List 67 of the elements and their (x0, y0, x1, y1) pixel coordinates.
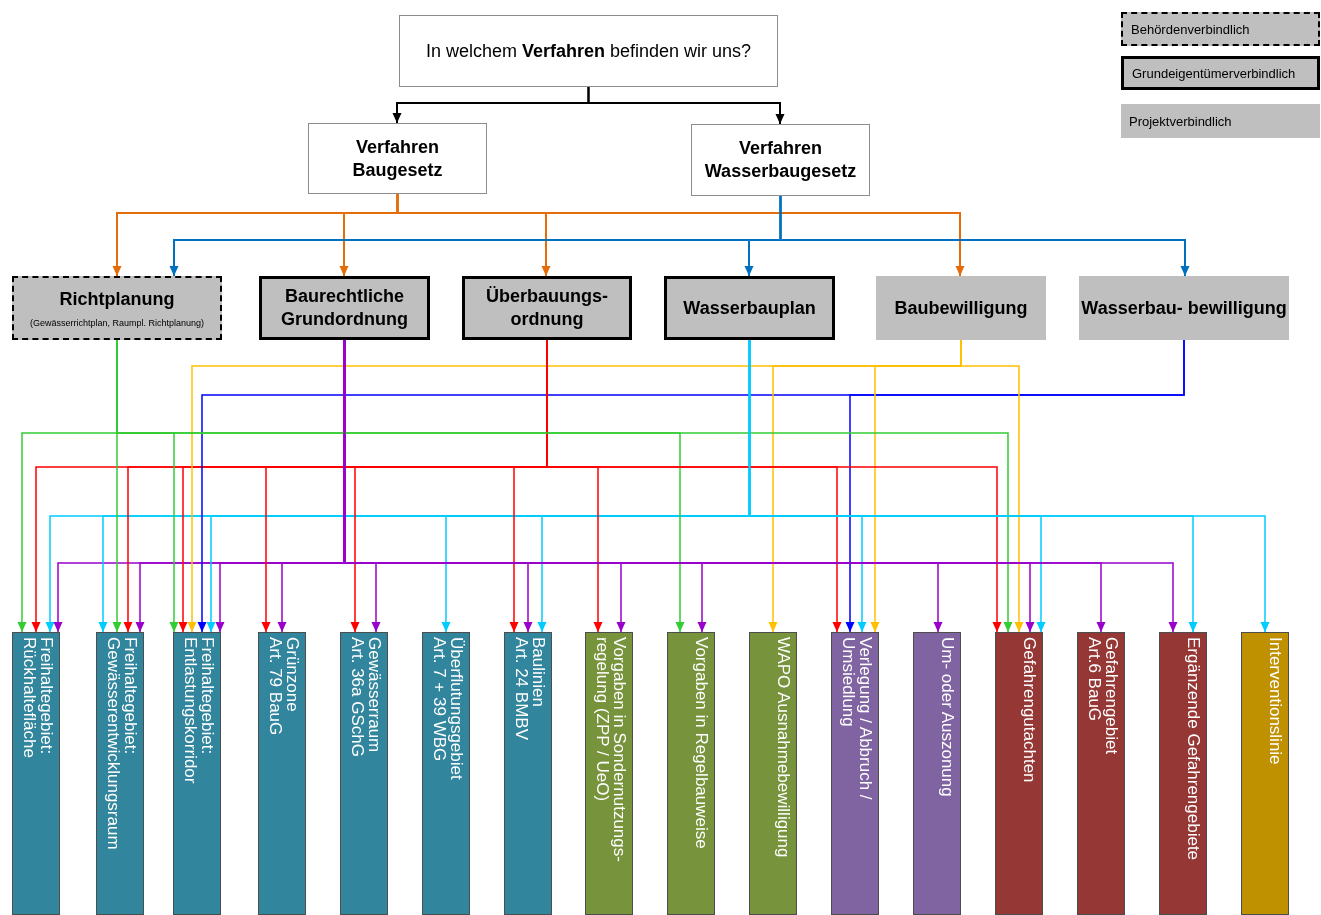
box-text: Überflutungsgebiet (448, 637, 465, 780)
result-box (585, 632, 633, 915)
result-box (913, 632, 961, 915)
arrow (960, 339, 1024, 633)
legend-item: Projektverbindlich (1121, 104, 1320, 138)
box-text: Baulinien (530, 637, 547, 707)
result-box (340, 632, 388, 915)
box-subtext: Entlastungskorridor (182, 637, 199, 784)
box-text: Grünzone (284, 637, 301, 712)
box-text: Verfahren Baugesetz (351, 135, 444, 182)
box-text: Wasserbauplan (683, 296, 816, 320)
box-subtext: Art. 79 BauG (267, 637, 284, 736)
box-text: Gefahrengebiet (1103, 637, 1120, 755)
box-text: Vorgaben in Regelbauweise (693, 637, 710, 849)
box-text: Freihaltegebiet: (199, 637, 216, 755)
result-box (995, 632, 1043, 915)
arrow (396, 193, 965, 277)
process-box (308, 123, 487, 194)
box-text: Richtplanung (59, 287, 175, 311)
box-text: In welchem Verfahren befinden wir uns? (425, 40, 752, 62)
result-box (831, 632, 879, 915)
process-box (259, 276, 430, 340)
result-box (1159, 632, 1207, 915)
box-text: Ergänzende Gefahrengebiete (1185, 637, 1202, 861)
box-text: Vorgaben in Sondernutzungs- regelung (ZPP / UeO) (594, 637, 628, 864)
arrow (845, 339, 1185, 633)
result-box (258, 632, 306, 915)
process-box (1079, 276, 1289, 340)
process-box (12, 276, 222, 340)
box-text: WAPO Ausnahmebewilligung (775, 637, 792, 858)
box-text: Gefahrengutachten (1021, 637, 1038, 783)
question-box (399, 15, 778, 87)
box-text: Gewässerraum (366, 637, 383, 753)
box-text: Um- oder Auszonung (939, 637, 956, 797)
box-text: Wasserbau- bewilligung (1081, 296, 1287, 320)
box-text: Baubewilligung (894, 296, 1028, 320)
box-subtext: Gewässerentwicklungsraum (105, 637, 122, 850)
box-text: Überbauungs- ordnung (485, 285, 609, 331)
process-box (691, 124, 870, 196)
box-subtext: Art. 24 BMBV (513, 637, 530, 740)
box-text: Interventionslinie (1267, 637, 1284, 765)
box-subtext: Rückhaltefläche (21, 637, 38, 758)
box-text: Verlegung / Abbruch / Umsiedlung (840, 637, 874, 802)
result-box (667, 632, 715, 915)
arrow (779, 195, 1190, 277)
result-box (422, 632, 470, 915)
legend-item: Behördenverbindlich (1121, 12, 1320, 46)
box-subtext: Art.6 BauG (1086, 637, 1103, 722)
box-subtext: Art. 36a GSchG (349, 637, 366, 757)
result-box (749, 632, 797, 915)
box-subtext: Art. 7 + 39 WBG (431, 637, 448, 762)
result-box (1077, 632, 1125, 915)
result-box (12, 632, 60, 915)
process-box (876, 276, 1046, 340)
box-text: Baurechtliche Grundordnung (280, 285, 409, 331)
box-subtext: (Gewässerrichtplan, Raumpl. Richtplanung) (29, 316, 205, 329)
process-box (462, 276, 632, 340)
process-box (664, 276, 835, 340)
box-text: Freihaltegebiet: (38, 637, 55, 755)
box-text: Verfahren Wasserbaugesetz (703, 137, 858, 183)
result-box (504, 632, 552, 915)
result-box (173, 632, 221, 915)
result-box (96, 632, 144, 915)
legend-item: Grundeigentümerverbindlich (1121, 56, 1320, 90)
result-box (1241, 632, 1289, 915)
box-text: Freihaltegebiet: (122, 637, 139, 755)
arrow (587, 86, 785, 125)
